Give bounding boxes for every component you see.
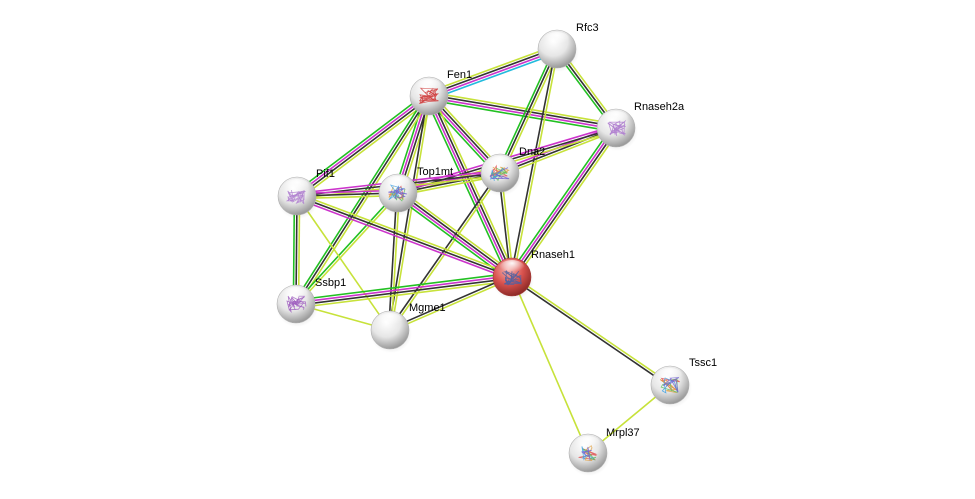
node-ssbp1[interactable]: Ssbp1	[276, 277, 346, 327]
node-label: Rfc3	[576, 22, 599, 34]
edge-pif1-rnaseh1[interactable]	[295, 192, 514, 281]
edge-line-experiments	[295, 274, 512, 304]
edge-line-neighborhood	[428, 99, 616, 133]
node-mrpl37[interactable]: Mrpl37	[568, 427, 640, 476]
node-rnaseh2a[interactable]: Rnaseh2a	[596, 101, 685, 151]
node-fen1[interactable]: Fen1	[409, 69, 472, 119]
edge-line-textmining	[511, 276, 589, 454]
edge-line-database	[430, 51, 559, 101]
node-label: Tssc1	[689, 357, 717, 369]
edge-line-textmining	[390, 277, 513, 332]
node-highlight	[657, 368, 683, 384]
edge-line-textmining	[429, 91, 617, 125]
edge-line-textmining	[399, 189, 515, 275]
node-label: Mrpl37	[606, 427, 640, 439]
edge-line-neighborhood	[508, 125, 614, 276]
node-label: Pif1	[316, 168, 335, 180]
edge-line-neighborhood	[295, 272, 512, 301]
edge-line-neighborhood	[496, 47, 556, 173]
edge-rnaseh2a-rnaseh1[interactable]	[508, 125, 620, 280]
node-top1mt[interactable]: Top1mt	[378, 166, 453, 216]
node-label: Ssbp1	[315, 277, 346, 289]
edge-line-coexpression	[389, 275, 512, 330]
edge-line-experiments	[427, 96, 512, 278]
node-label: Rnaseh2a	[634, 101, 685, 113]
edge-line-coexpression	[429, 93, 617, 128]
edge-line-textmining	[296, 195, 391, 331]
edge-line-textmining	[512, 49, 560, 278]
edge-rnaseh1-ssbp1[interactable]	[295, 272, 513, 309]
edge-line-textmining	[431, 94, 517, 276]
edges-layer	[292, 44, 672, 454]
edge-line-textmining	[296, 193, 400, 306]
node-label: Mgme1	[409, 302, 446, 314]
edge-line-neighborhood	[424, 97, 510, 279]
node-mgme1[interactable]: Mgme1	[370, 302, 446, 353]
edge-line-experiments	[295, 94, 429, 196]
node-highlight	[487, 156, 513, 172]
edge-line-experiments	[295, 197, 512, 281]
edge-fen1-rnaseh1[interactable]	[424, 94, 517, 279]
edge-line-neighborhood	[294, 92, 428, 194]
edge-line-experiments	[428, 96, 616, 131]
node-highlight	[499, 260, 525, 276]
node-highlight	[575, 436, 601, 452]
edge-line-textmining	[298, 98, 432, 200]
edge-line-textmining	[501, 49, 561, 175]
edge-fen1-rnaseh2a[interactable]	[428, 91, 617, 133]
edge-line-neighborhood	[294, 191, 398, 304]
edge-rnaseh1-tssc1[interactable]	[510, 275, 672, 387]
edge-line-coexpression	[499, 48, 558, 174]
node-tssc1[interactable]: Tssc1	[650, 357, 717, 408]
edge-line-experiments	[396, 193, 512, 279]
edge-fen1-ssbp1[interactable]	[293, 94, 432, 306]
edge-line-coexpression	[429, 95, 514, 277]
edge-line-textmining	[512, 275, 672, 385]
edge-line-experiments	[510, 126, 616, 277]
edge-line-neighborhood	[293, 94, 428, 304]
edge-top1mt-ssbp1[interactable]	[294, 191, 400, 306]
node-highlight	[284, 179, 310, 195]
node-highlight	[544, 32, 570, 48]
node-rfc3[interactable]: Rfc3	[537, 22, 599, 72]
edge-line-textmining	[297, 96, 432, 306]
edge-rnaseh1-mrpl37[interactable]	[511, 276, 589, 454]
edge-rnaseh1-mgme1[interactable]	[389, 275, 513, 332]
node-dna2[interactable]: Dna2	[480, 146, 545, 196]
node-pif1[interactable]: Pif1	[277, 168, 335, 219]
edge-line-experiments	[429, 49, 558, 98]
edge-line-coexpression	[398, 191, 514, 277]
node-highlight	[416, 79, 442, 95]
edge-line-coexpression	[510, 277, 670, 387]
node-highlight	[283, 287, 309, 303]
edge-line-coexpression	[428, 47, 557, 96]
node-highlight	[385, 176, 411, 192]
node-label: Fen1	[447, 69, 472, 81]
edge-fen1-pif1[interactable]	[294, 92, 432, 200]
edge-line-textmining	[390, 96, 432, 331]
edge-line-textmining	[514, 129, 620, 280]
edge-line-coexpression	[297, 96, 431, 198]
edge-line-textmining	[297, 192, 514, 276]
node-label: Top1mt	[417, 166, 453, 178]
node-label: Rnaseh1	[531, 249, 575, 261]
node-highlight	[603, 111, 629, 127]
edge-line-coexpression	[296, 277, 513, 307]
edge-line-textmining	[296, 280, 513, 309]
edge-line-coexpression	[296, 195, 513, 278]
edge-line-coexpression	[387, 192, 398, 330]
node-rnaseh1[interactable]: Rnaseh1	[492, 249, 575, 300]
edge-line-textmining	[427, 44, 556, 94]
edge-pif1-mgme1[interactable]	[296, 195, 391, 331]
node-label: Dna2	[519, 146, 545, 158]
node-highlight	[377, 313, 403, 329]
edge-line-coexpression	[295, 95, 430, 305]
edge-line-coexpression	[512, 128, 618, 279]
edge-fen1-rfc3[interactable]	[427, 44, 559, 101]
edge-rfc3-dna2[interactable]	[496, 47, 561, 175]
